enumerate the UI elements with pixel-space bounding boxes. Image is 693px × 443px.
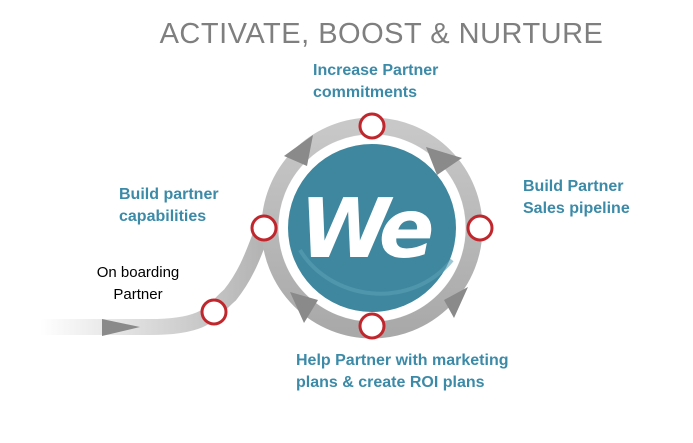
step-label-capabilities: Build partner capabilities xyxy=(119,186,219,225)
arrow-entry xyxy=(102,319,140,336)
arrow-bottom-right xyxy=(444,287,468,318)
node-marketing xyxy=(358,312,386,340)
entry-path xyxy=(40,226,271,335)
arrow-top-left xyxy=(284,135,313,166)
arrow-bottom-left xyxy=(290,292,318,323)
step-label-onboarding: On boarding Partner xyxy=(96,264,180,303)
logo-disc xyxy=(288,144,456,312)
diagram-title: ACTIVATE, BOOST & NURTURE xyxy=(159,18,604,50)
node-commitments xyxy=(358,112,386,140)
arrow-top-right xyxy=(426,147,462,175)
step-label-pipeline: Build Partner Sales pipeline xyxy=(523,178,630,217)
step-label-commitments: Increase Partner commitments xyxy=(313,62,439,101)
node-pipeline xyxy=(466,214,494,242)
node-onboarding xyxy=(200,298,228,326)
logo-text: We xyxy=(300,182,432,277)
logo-swoosh xyxy=(298,248,454,296)
step-label-marketing: Help Partner with marketing plans & crea… xyxy=(296,352,509,391)
node-capabilities xyxy=(250,214,278,242)
